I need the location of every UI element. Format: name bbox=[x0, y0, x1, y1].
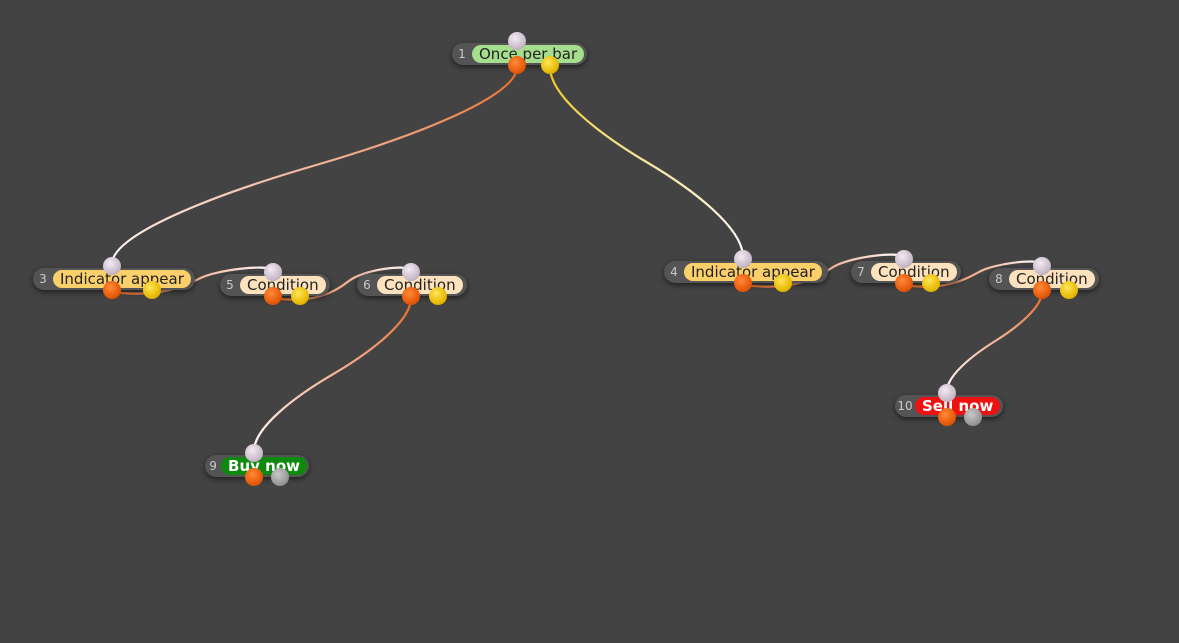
wire-6-9 bbox=[252, 297, 413, 452]
output-port-b[interactable] bbox=[774, 274, 792, 292]
node-label: Sell now bbox=[915, 397, 1001, 415]
output-port-a[interactable] bbox=[245, 468, 263, 486]
output-port-b[interactable] bbox=[541, 56, 559, 74]
node-number: 8 bbox=[995, 272, 1003, 286]
node-label: Condition bbox=[377, 276, 463, 294]
node-number: 9 bbox=[209, 459, 217, 473]
input-port[interactable] bbox=[938, 384, 956, 402]
output-port-b[interactable] bbox=[964, 408, 982, 426]
input-port[interactable] bbox=[103, 257, 121, 275]
wire-8-10 bbox=[945, 291, 1044, 392]
output-port-a[interactable] bbox=[895, 274, 913, 292]
node-number: 6 bbox=[363, 278, 371, 292]
node-label: Indicator appear bbox=[684, 263, 822, 281]
input-port[interactable] bbox=[264, 263, 282, 281]
output-port-a[interactable] bbox=[103, 281, 121, 299]
output-port-a[interactable] bbox=[264, 287, 282, 305]
node-label: Condition bbox=[1009, 270, 1095, 288]
wire-1-3 bbox=[110, 66, 519, 265]
output-port-b[interactable] bbox=[429, 287, 447, 305]
node-number: 10 bbox=[897, 399, 913, 413]
output-port-b[interactable] bbox=[271, 468, 289, 486]
input-port[interactable] bbox=[402, 263, 420, 281]
output-port-a[interactable] bbox=[1033, 281, 1051, 299]
output-port-b[interactable] bbox=[922, 274, 940, 292]
output-port-a[interactable] bbox=[938, 408, 956, 426]
input-port[interactable] bbox=[245, 444, 263, 462]
output-port-b[interactable] bbox=[1060, 281, 1078, 299]
node-label: Buy now bbox=[221, 457, 307, 475]
node-label: Condition bbox=[240, 276, 326, 294]
output-port-a[interactable] bbox=[508, 56, 526, 74]
wire-1-4 bbox=[548, 66, 745, 258]
output-port-a[interactable] bbox=[734, 274, 752, 292]
output-port-b[interactable] bbox=[291, 287, 309, 305]
input-port[interactable] bbox=[895, 250, 913, 268]
node-label: Condition bbox=[871, 263, 957, 281]
output-port-a[interactable] bbox=[402, 287, 420, 305]
node-number: 7 bbox=[857, 265, 865, 279]
node-number: 1 bbox=[458, 47, 466, 61]
output-port-b[interactable] bbox=[143, 281, 161, 299]
node-label: Once per bar bbox=[472, 45, 585, 63]
input-port[interactable] bbox=[734, 250, 752, 268]
node-number: 3 bbox=[39, 272, 47, 286]
node-number: 5 bbox=[226, 278, 234, 292]
node-label: Indicator appear bbox=[53, 270, 191, 288]
input-port[interactable] bbox=[1033, 257, 1051, 275]
input-port[interactable] bbox=[508, 32, 526, 50]
node-number: 4 bbox=[670, 265, 678, 279]
